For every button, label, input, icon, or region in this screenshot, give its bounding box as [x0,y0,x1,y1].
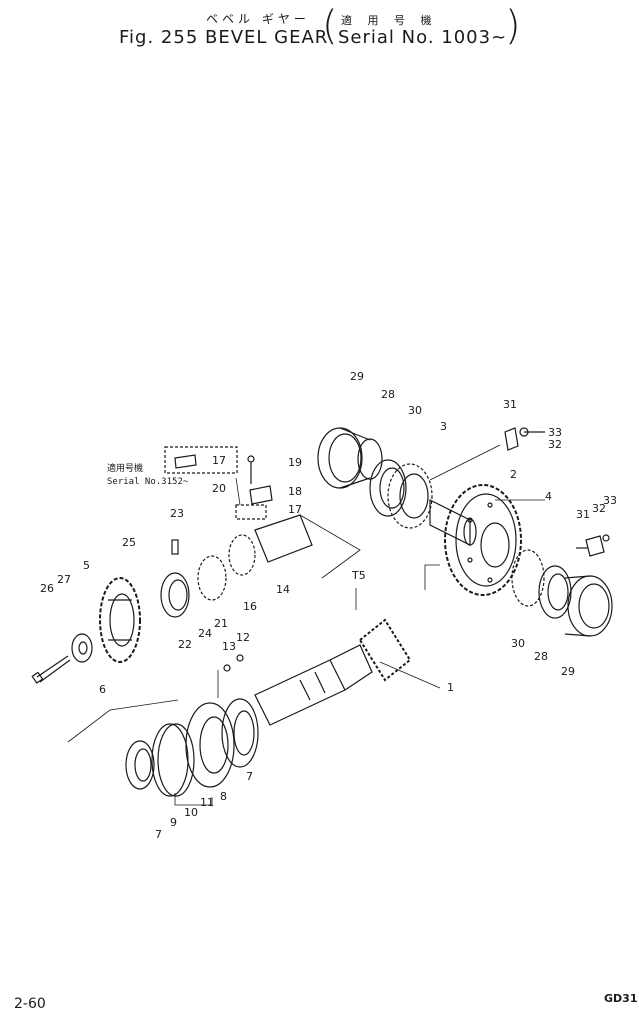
leader-lines [67,444,545,806]
serial-japanese: 適 用 号 機 [341,14,438,27]
shaft-14 [254,514,313,563]
bearing-cage-8 [185,702,235,788]
callout-22: 22 [178,638,192,651]
shim-9-10 [151,723,195,797]
callout-32-lower: 32 [592,502,606,515]
callout-33-upper: 33 [548,426,562,439]
inset-box [164,446,238,474]
callout-10: 10 [184,806,198,819]
pinion-shaft-1 [254,618,412,726]
bearing-cup-29-upper [317,427,383,489]
callout-21: 21 [214,617,228,630]
note-japanese: 適用号機 [107,462,143,474]
bolt-19 [247,455,255,484]
callout-11: 11 [200,796,214,809]
pin-23 [171,539,179,555]
callout-13: 13 [222,640,236,653]
callout-t5: T5 [351,569,366,582]
callout-2: 2 [510,468,517,481]
left-paren: ( [322,3,338,49]
bearing-30-upper [387,463,433,529]
callout-30-lower: 30 [511,637,525,650]
bearing-cone-28-upper [369,459,407,517]
bearing-7-right [221,698,259,768]
bearing-7-left [125,740,155,790]
callout-31-lower: 31 [576,508,590,521]
callout-4: 4 [545,490,552,503]
callout-28-upper: 28 [381,388,395,401]
bearing-24-21 [197,555,227,601]
lock-plate-upper [504,427,545,451]
lock-plate-18 [235,485,273,520]
bolt-26 [31,655,71,684]
bearing-cone-28-lower [538,565,572,619]
callout-6: 6 [99,683,106,696]
page-number: 2-60 [14,996,46,1012]
callout-28-lower: 28 [534,650,548,663]
note-serial: Serial No.3152~ [107,477,189,487]
callout-7-left: 7 [155,828,162,841]
callout-29-upper: 29 [350,370,364,383]
shaft-3 [429,499,477,546]
callout-3: 3 [440,420,447,433]
callout-9: 9 [170,816,177,829]
serial-range: Serial No. 1003~ [338,27,508,48]
callout-14: 14 [276,583,290,596]
callout-17: 17 [288,503,302,516]
figure-title: Fig. 255 BEVEL GEAR [119,27,329,48]
callout-5: 5 [83,559,90,572]
washer-6 [71,633,93,663]
callout-31-upper: 31 [503,398,517,411]
spacer-22 [160,572,190,618]
callout-19: 19 [288,456,302,469]
callout-29-lower: 29 [561,665,575,678]
bearing-30-lower [511,549,545,607]
right-paren: ) [505,3,521,49]
bevel-ring-gear-2 [444,484,522,596]
callout-1: 1 [447,681,454,694]
callout-20: 20 [212,482,226,495]
callout-8: 8 [220,790,227,803]
callout-30-upper: 30 [408,404,422,417]
title-japanese: ベベル ギヤー [206,12,310,26]
bearing-cup-29-lower [564,575,613,637]
callout-23: 23 [170,507,184,520]
callout-12: 12 [236,631,250,644]
bolt-12-13 [223,654,244,672]
callout-25: 25 [122,536,136,549]
callout-18: 18 [288,485,302,498]
lock-plate-lower [576,534,610,557]
bearing-16 [228,534,256,576]
spur-gear-25 [99,577,141,663]
callout-32-upper: 32 [548,438,562,451]
callout-24: 24 [198,627,212,640]
callout-17-note: 17 [212,454,226,467]
callout-27: 27 [57,573,71,586]
callout-33-lower: 33 [603,494,617,507]
callout-7-right: 7 [246,770,253,783]
callout-16: 16 [243,600,257,613]
callout-26: 26 [40,582,54,595]
model-code: GD31 [604,992,638,1005]
part-callouts: 29 28 30 3 31 33 32 2 4 33 32 31 30 28 2… [40,370,617,841]
